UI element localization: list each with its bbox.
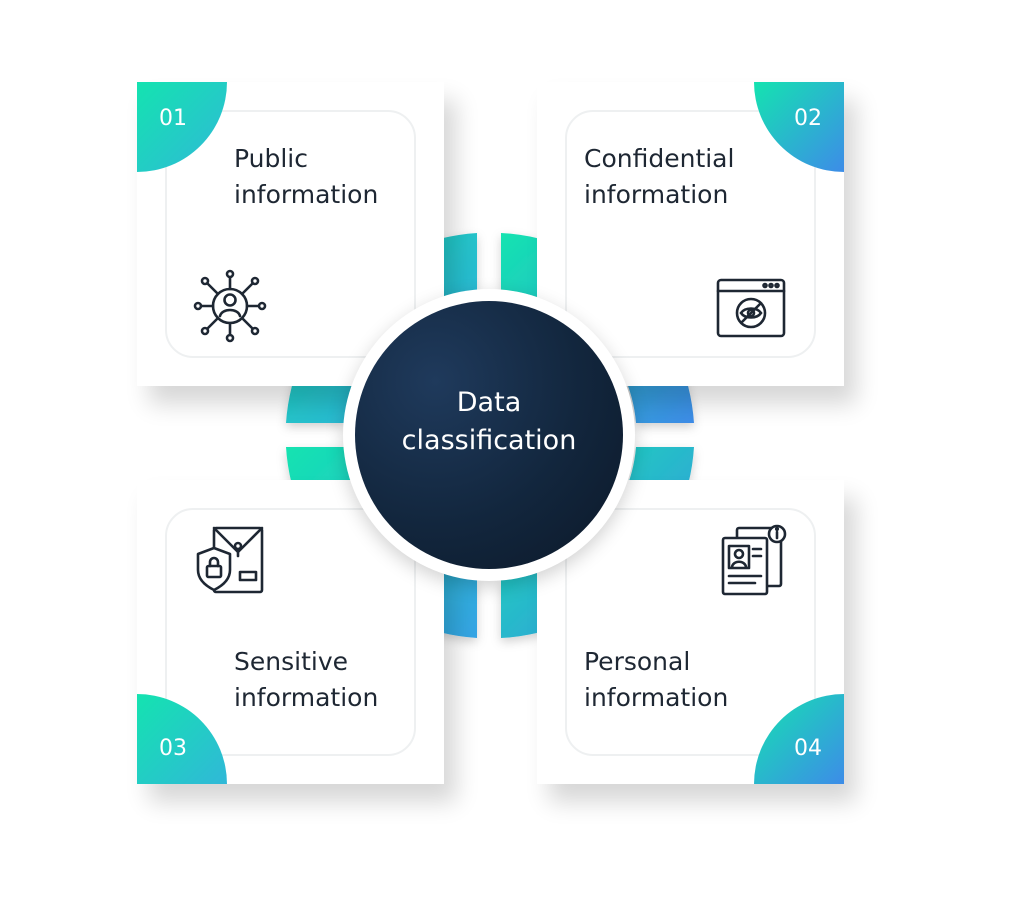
- id-document-icon: [721, 524, 787, 596]
- card-number: 03: [159, 735, 187, 761]
- hidden-window-icon: [716, 278, 786, 338]
- card-inner-border: [565, 508, 816, 756]
- center-circle: Data classification: [343, 289, 635, 581]
- center-disc: [355, 301, 623, 569]
- card-number: 04: [794, 735, 822, 761]
- card-inner-border: [165, 508, 416, 756]
- card-title: Personal information: [584, 647, 729, 712]
- card-public-information: 01 Public information: [137, 82, 444, 386]
- card-title: Public information: [234, 144, 379, 209]
- card-title: Sensitive information: [234, 647, 379, 712]
- network-person-icon: [193, 269, 267, 343]
- shield-lock-envelope-icon: [196, 526, 264, 594]
- card-inner-border: [165, 110, 416, 358]
- card-title: Confidential information: [584, 144, 735, 209]
- card-inner-border: [565, 110, 816, 358]
- card-number: 02: [794, 105, 822, 131]
- center-label: Data classification: [401, 387, 577, 456]
- card-number: 01: [159, 105, 187, 131]
